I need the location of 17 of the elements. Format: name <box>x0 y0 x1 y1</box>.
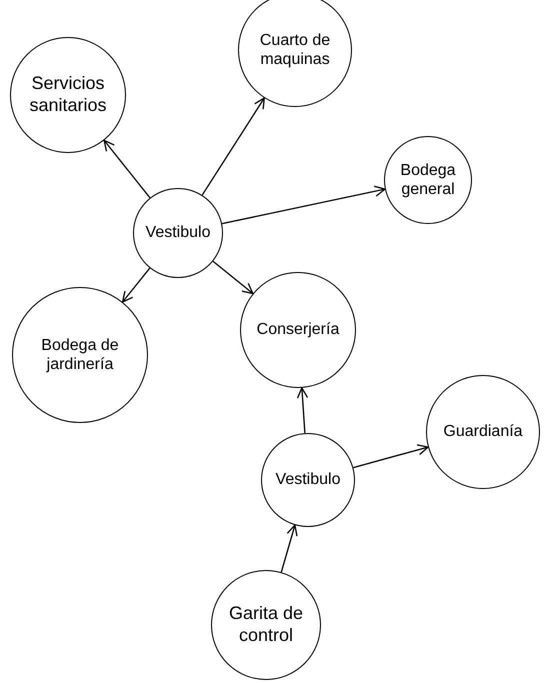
room-label: Vestibulo <box>146 223 210 243</box>
room-label: Guardianía <box>443 422 523 442</box>
arrow <box>212 260 254 294</box>
room-label: Vestibulo <box>276 470 340 490</box>
room-label: Garita de control <box>228 603 304 647</box>
room-label: Cuarto de maquinas <box>258 30 332 70</box>
arrow <box>122 268 150 303</box>
arrow <box>222 186 386 224</box>
arrow <box>104 140 150 198</box>
room-label: Servicios sanitarios <box>28 73 108 117</box>
room-label: Bodega general <box>399 160 457 200</box>
room-label: Conserjería <box>256 320 340 340</box>
room-label: Bodega de jardinería <box>40 336 120 374</box>
arrow <box>202 97 265 196</box>
arrow <box>353 444 429 468</box>
arrow <box>280 524 298 572</box>
arrow <box>296 387 308 434</box>
